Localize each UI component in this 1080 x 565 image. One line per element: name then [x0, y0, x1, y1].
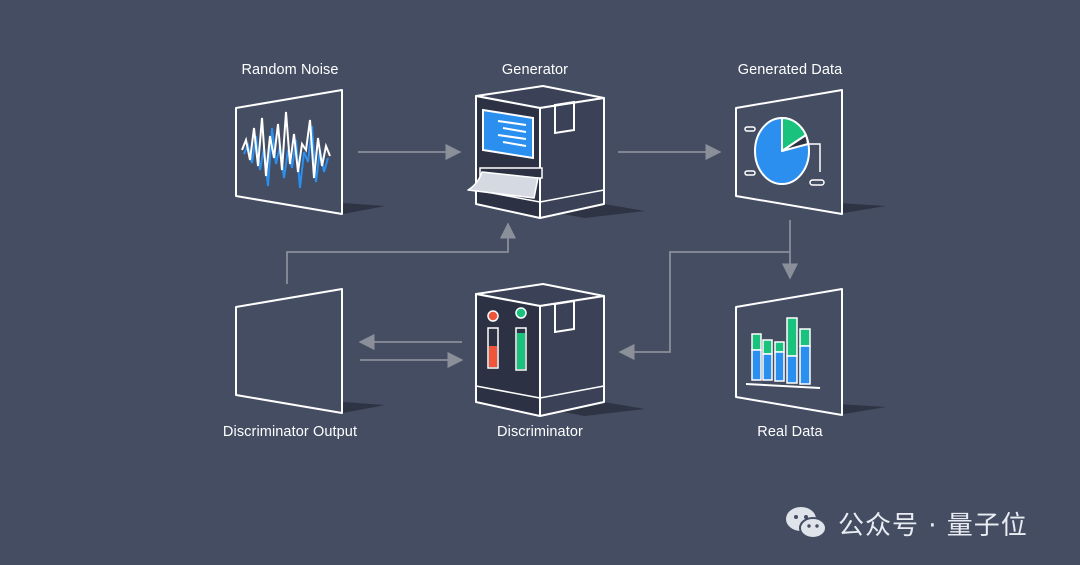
random-noise-panel [235, 89, 385, 215]
wechat-logo-icon [786, 507, 827, 539]
red-indicator-light [487, 310, 499, 322]
label-generator: Generator [501, 62, 569, 78]
generated-data-panel [735, 89, 886, 215]
label-random-noise: Random Noise [241, 62, 339, 78]
pie-slice-dark [781, 134, 809, 152]
noise-wave-white [241, 111, 331, 179]
watermark: 公众号 · 量子位 [784, 503, 1028, 543]
label-discriminator-output: Discriminator Output [222, 424, 358, 440]
printed-paper [467, 171, 539, 199]
bar-chart [751, 317, 811, 385]
generator-machine [467, 85, 645, 219]
green-indicator-light [515, 307, 527, 319]
arrow-generated-to-discriminator [618, 251, 790, 361]
noise-wave-blue [243, 125, 329, 189]
discriminator-machine [475, 283, 645, 417]
discriminator-output-panel [235, 288, 385, 414]
watermark-text: 公众号 · 量子位 [838, 510, 1028, 541]
arrow-output-to-generator [286, 222, 517, 284]
real-data-panel [735, 288, 886, 416]
green-gauge-fill [517, 333, 525, 369]
label-generated-data: Generated Data [737, 62, 843, 78]
red-gauge-fill [489, 346, 497, 367]
label-discriminator: Discriminator [497, 424, 583, 440]
flow-arrows [286, 143, 799, 369]
generator-screen [482, 108, 534, 160]
label-real-data: Real Data [757, 424, 823, 440]
